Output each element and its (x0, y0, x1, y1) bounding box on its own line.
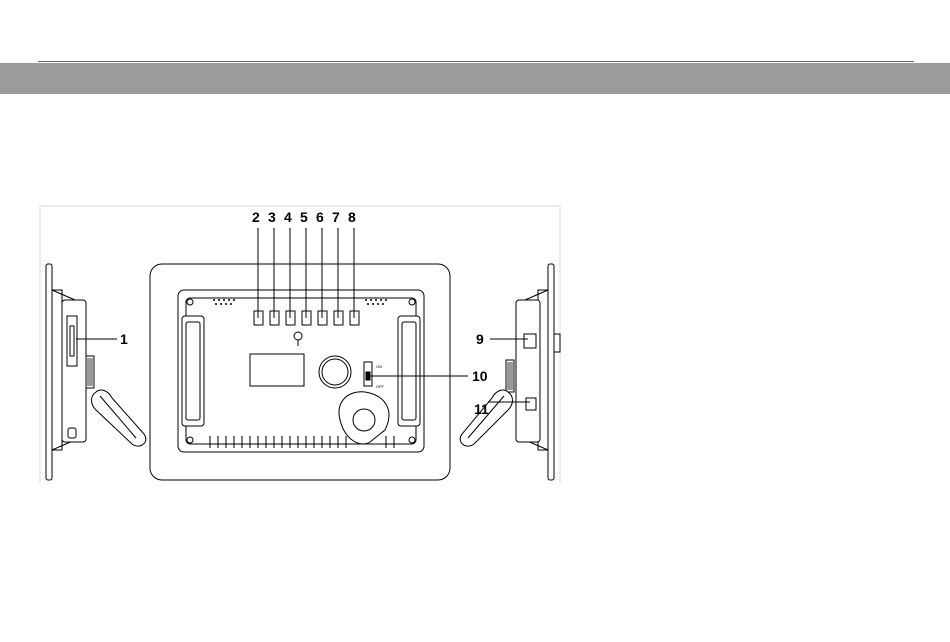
callout-6: 6 (316, 209, 324, 225)
callout-5: 5 (300, 209, 308, 225)
callout-3: 3 (268, 209, 276, 225)
callout-11: 11 (474, 401, 489, 417)
switch-on-label: ON (376, 364, 382, 369)
left-side-view (46, 264, 146, 480)
callout-1: 1 (120, 331, 128, 347)
callout-7: 7 (332, 209, 340, 225)
switch-off-label: OFF (376, 384, 385, 389)
callout-10: 10 (472, 368, 488, 384)
callout-9: 9 (476, 331, 484, 347)
callout-8: 8 (348, 209, 356, 225)
callout-2: 2 (252, 209, 260, 225)
callout-4: 4 (284, 209, 292, 225)
back-view (150, 264, 450, 480)
